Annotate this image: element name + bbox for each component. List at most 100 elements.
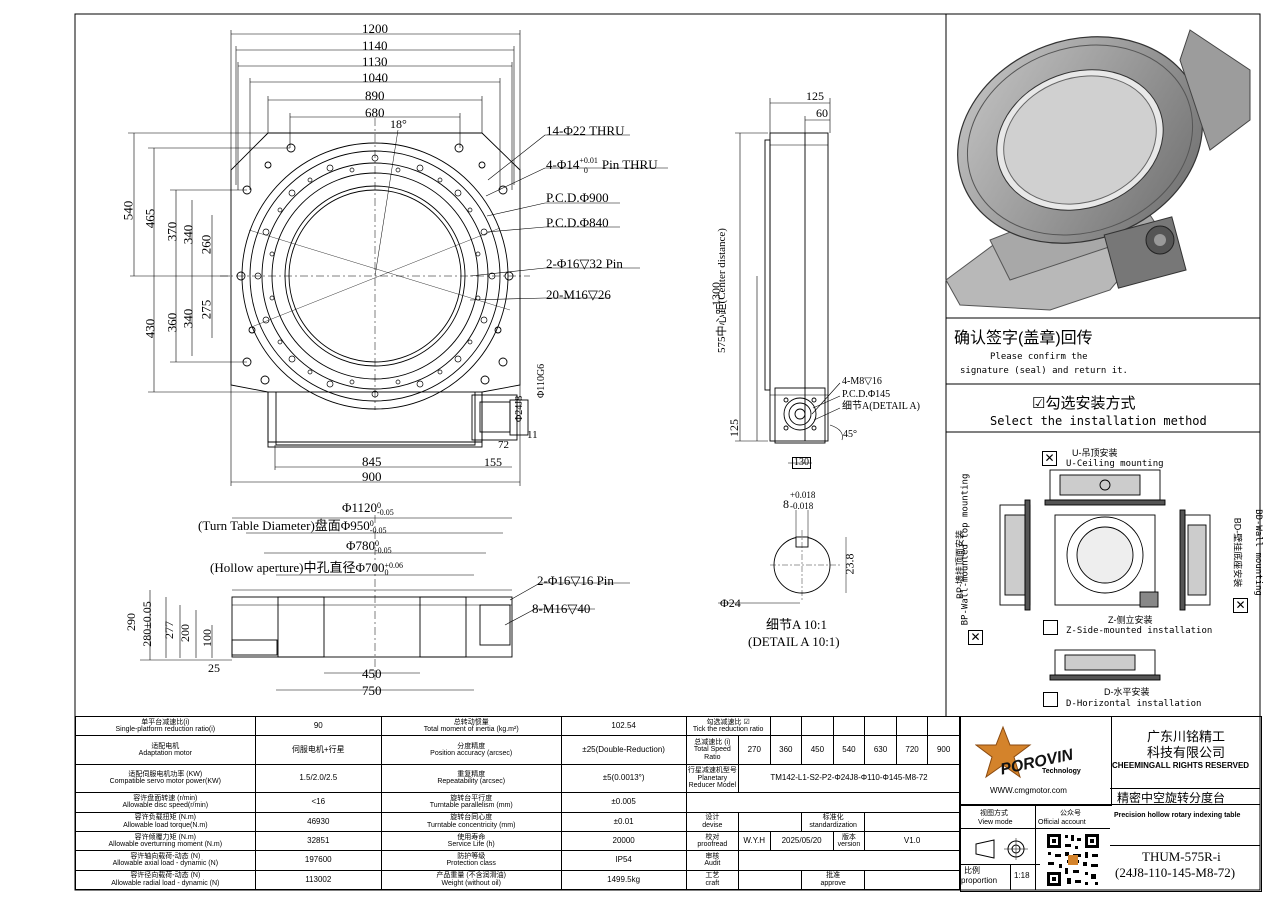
table-row: 容许径向载荷-动态 (N)Allowable radial load - dyn… <box>75 869 960 891</box>
dim-340-lower: 340 <box>180 308 196 329</box>
ratio-450[interactable]: 450 <box>801 735 834 765</box>
dim-750: 750 <box>362 683 382 698</box>
dim-phi24: Φ24J8 <box>514 395 525 422</box>
dim-360: 360 <box>164 312 180 333</box>
callout-14-holes: 14-Φ22 THRU <box>546 123 625 138</box>
label-u-cn: U-吊顶安装 <box>1072 448 1118 458</box>
dim-130: 130 <box>792 457 811 469</box>
scale-cn: 比例 <box>964 866 980 875</box>
table-row: 容许倾覆力矩 (N.m)Allowable overturning moment… <box>75 830 960 852</box>
website: WWW.cmgmotor.com <box>990 786 1067 795</box>
ratio-630[interactable]: 630 <box>864 735 897 765</box>
dim-277: 277 <box>162 621 176 639</box>
rights: CHEEMINGALL RIGHTS RESERVED <box>1112 761 1250 770</box>
dim-200: 200 <box>178 624 192 642</box>
dim-465: 465 <box>142 208 158 229</box>
callout-pcd-145: P.C.D.Φ145 <box>842 389 891 400</box>
dim-340-upper: 340 <box>180 224 196 245</box>
table-row: 单平台减速比(i)Single-platform reduction ratio… <box>75 715 960 737</box>
dim-125-bottom: 125 <box>727 419 741 437</box>
logo-sub: Technology <box>1042 768 1081 775</box>
ratio-900[interactable]: 900 <box>927 735 960 765</box>
detail-tol-value: 8 <box>783 497 789 511</box>
dim-60: 60 <box>816 106 828 120</box>
confirm-title: 确认签字(盖章)回传 <box>954 330 1093 347</box>
callout-2-pin: 2-Φ16▽32 Pin <box>546 256 623 271</box>
callout-pcd-900: P.C.D.Φ900 <box>546 190 609 205</box>
install-check-icon: ☑ <box>1032 395 1046 412</box>
callout-4-m8: 4-M8▽16 <box>842 376 882 387</box>
spec-table: 单平台减速比(i)Single-platform reduction ratio… <box>75 715 961 891</box>
label-d-en: D-Horizontal installation <box>1066 699 1202 709</box>
company-name-2: 科技有限公司 <box>1147 745 1226 760</box>
dim-260: 260 <box>198 234 214 255</box>
side-view <box>735 98 843 464</box>
checkbox-bp[interactable]: ✕ <box>968 630 983 645</box>
table-row: 适配伺服电机功率 (KW)Compatible servo motor powe… <box>75 763 961 794</box>
install-sketches <box>999 469 1211 681</box>
ratio-540[interactable]: 540 <box>832 735 866 765</box>
dim-370: 370 <box>164 221 180 242</box>
dim-angle-18: 18° <box>390 117 407 131</box>
callout-detail-a: 细节A(DETAIL A) <box>842 401 920 412</box>
checkbox-bd[interactable]: ✕ <box>1233 598 1248 613</box>
label-z-en: Z-Side-mounted installation <box>1066 626 1213 636</box>
callout-2-pin-section: 2-Φ16▽16 Pin <box>537 573 614 588</box>
account-cn: 公众号 <box>1060 810 1081 817</box>
dim-center-distance: 575中心距(Center distance) <box>715 228 728 353</box>
label-bd-en: BD-Wall mounting <box>1252 509 1263 596</box>
sheet-border <box>74 13 1261 891</box>
dim-430: 430 <box>142 318 158 339</box>
checkbox-d[interactable] <box>1043 692 1058 707</box>
projection-symbol-icon <box>975 838 1028 860</box>
table-row: 容许轴向载荷-动态 (N)Allowable axial load - dyna… <box>75 850 961 871</box>
ratio-270[interactable]: 270 <box>737 735 771 765</box>
label-bp-en: BP-Wall-mounted top mounting <box>960 473 971 626</box>
callout-8-m16: 8-M16▽40 <box>532 601 591 616</box>
label-z-cn: Z-侧立安装 <box>1108 615 1153 625</box>
dim-275: 275 <box>198 299 214 320</box>
model-code: (24J8-110-145-M8-72) <box>1115 865 1236 880</box>
ratio-720[interactable]: 720 <box>895 735 929 765</box>
dim-540: 540 <box>120 200 136 221</box>
account-en: Official account <box>1038 819 1086 826</box>
ratio-360[interactable]: 360 <box>769 735 803 765</box>
callout-pcd-840: P.C.D.Φ840 <box>546 215 609 230</box>
dim-290: 290 <box>124 613 138 631</box>
product-en: Precision hollow rotary indexing table <box>1114 812 1241 819</box>
view-mode-cn: 视图方式 <box>980 810 1008 817</box>
dim-1130: 1130 <box>362 54 388 69</box>
table-row: 容许负载扭矩 (N.m)Allowable load torque(N.m) 4… <box>75 811 960 832</box>
label-d-cn: D-水平安装 <box>1104 687 1150 697</box>
dim-900: 900 <box>362 469 382 484</box>
dim-845: 845 <box>362 454 382 469</box>
detail-caption-cn: 细节A 10:1 <box>766 617 828 632</box>
dim-11: 11 <box>527 429 538 441</box>
detail-a <box>718 510 847 604</box>
confirm-text-2: signature (seal) and return it. <box>960 366 1128 376</box>
detail-caption-en: (DETAIL A 10:1) <box>748 634 840 649</box>
install-title-en: Select the installation method <box>990 414 1207 428</box>
isometric-render <box>945 29 1251 311</box>
checkbox-z[interactable] <box>1043 620 1058 635</box>
checkbox-u-ceiling[interactable]: ✕ <box>1042 451 1057 466</box>
dim-phi110: Φ110G6 <box>536 363 547 398</box>
company-name-1: 广东川铭精工 <box>1147 729 1226 744</box>
callout-20-m16: 20-M16▽26 <box>546 287 611 302</box>
table-row: 容许盘面转速 (r/min)Allowable disc speed(r/min… <box>75 792 961 813</box>
dim-680: 680 <box>365 105 385 120</box>
dim-1140: 1140 <box>362 38 388 53</box>
install-title-cn: ☑勾选安装方式 <box>1032 395 1136 412</box>
logo-icon <box>975 725 1032 779</box>
dim-155: 155 <box>484 455 502 469</box>
dim-angle-45: 45° <box>843 429 857 440</box>
dim-1200: 1200 <box>362 21 388 36</box>
